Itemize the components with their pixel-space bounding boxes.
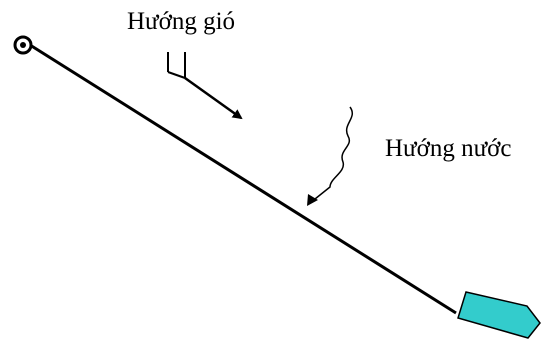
- wind-direction-label: Hướng gió: [127, 8, 236, 35]
- water-direction-label: Hướng nước: [385, 135, 512, 162]
- anchor-point-icon: [13, 35, 33, 55]
- wind-arrow-icon: [167, 52, 243, 120]
- longline-rope: [29, 43, 457, 315]
- water-arrow-icon: [307, 106, 353, 206]
- float-icon: [457, 291, 541, 339]
